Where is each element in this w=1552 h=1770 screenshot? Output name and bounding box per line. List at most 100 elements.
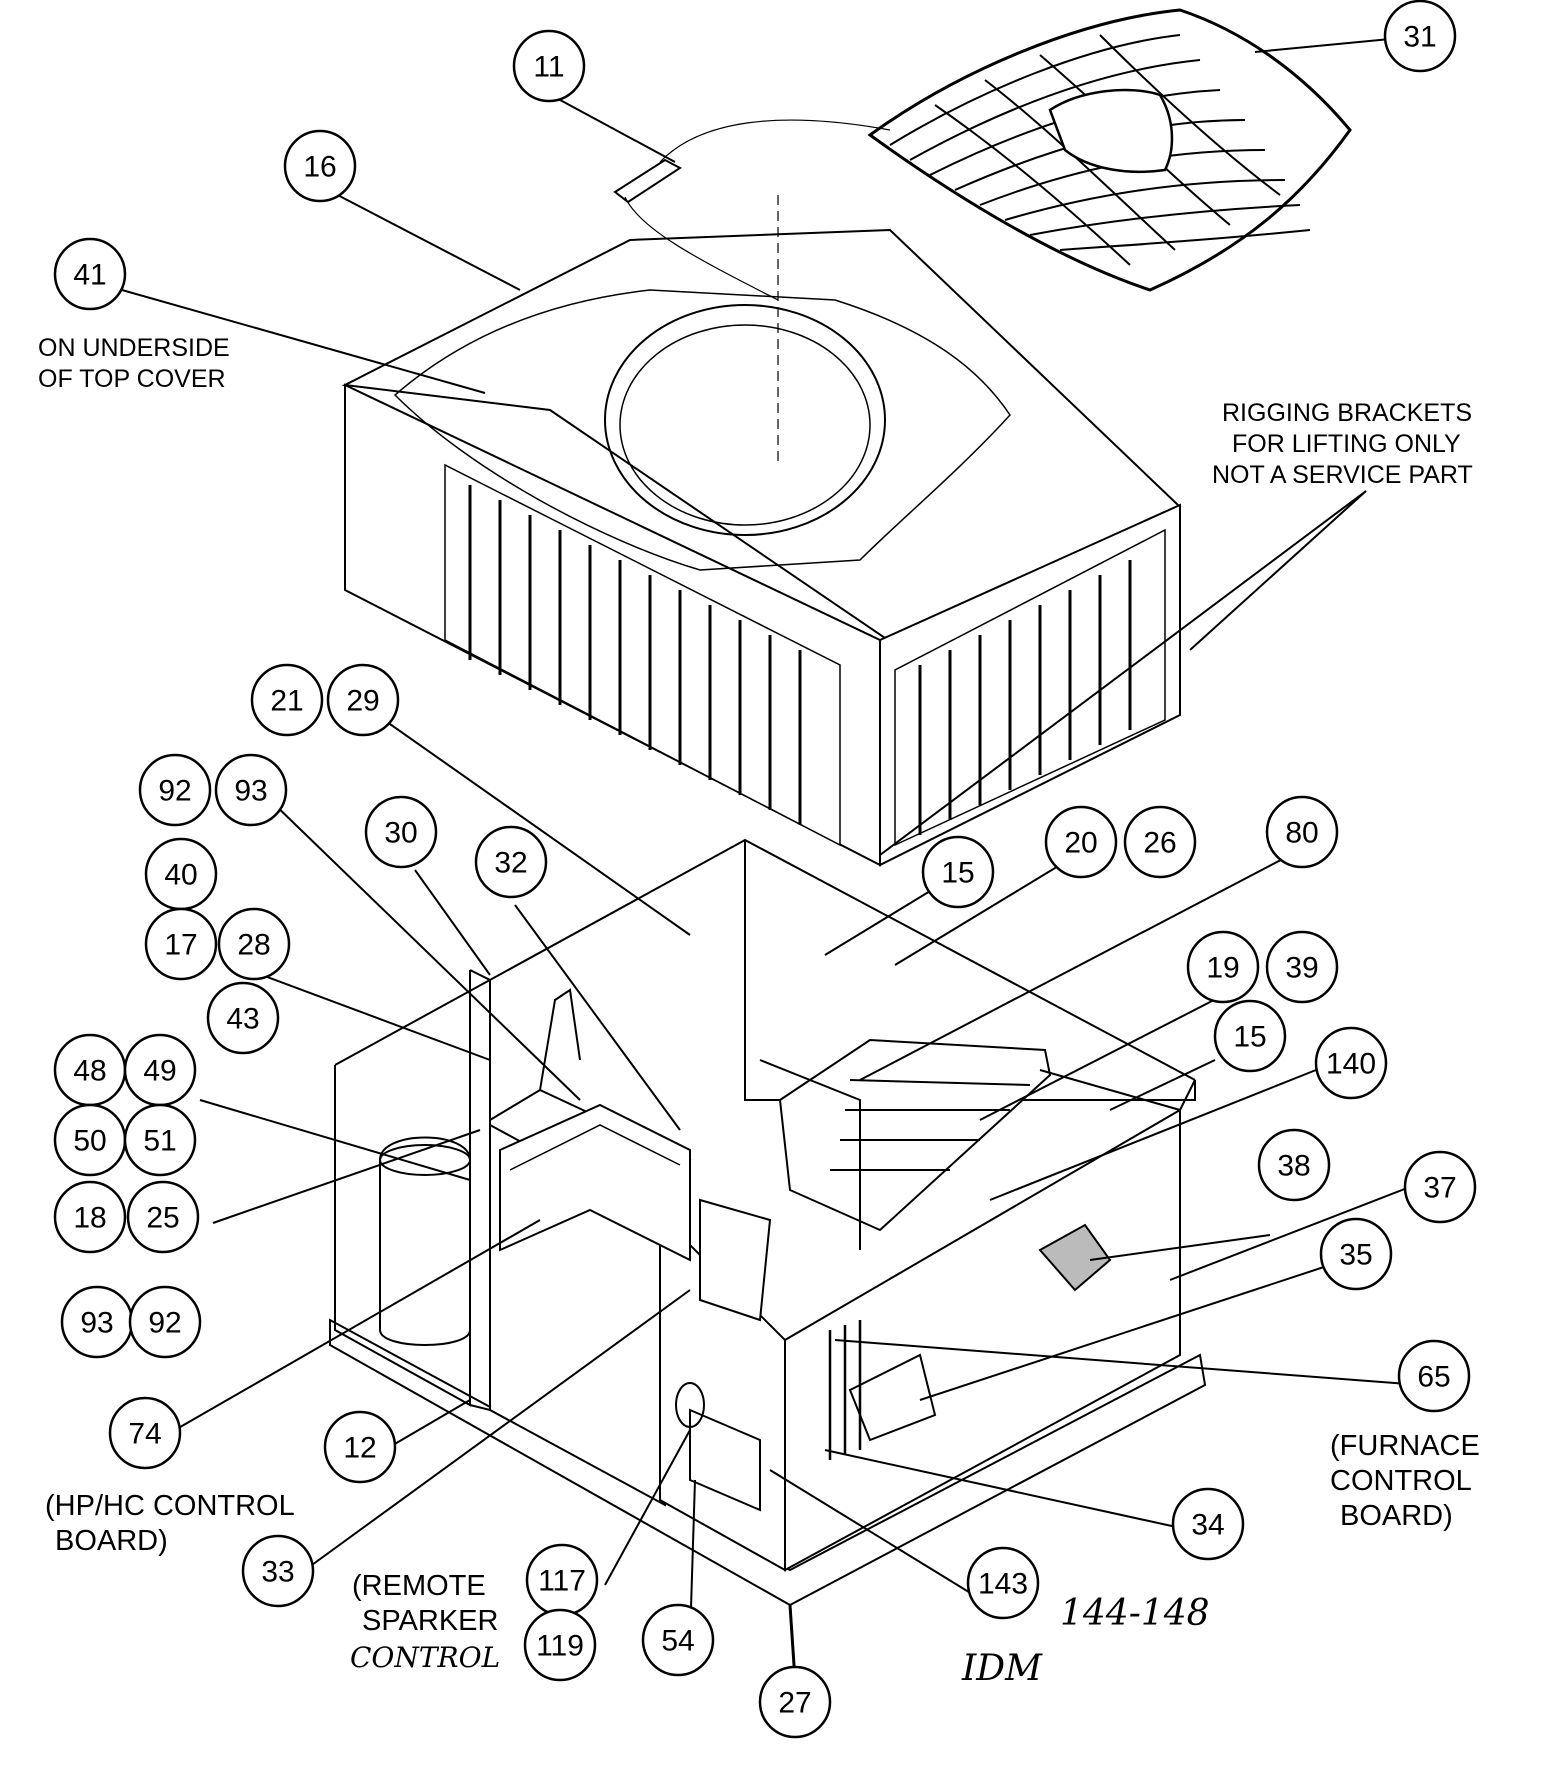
callout-label: 21	[270, 685, 303, 718]
callout-circle	[1397, 1339, 1471, 1413]
callout-30: 30	[364, 795, 438, 869]
callout-label: 38	[1277, 1150, 1310, 1183]
coil-grille-left	[468, 485, 802, 825]
callout-circle	[641, 1603, 715, 1677]
callout-label: 26	[1143, 827, 1176, 860]
callout-label: 31	[1403, 21, 1436, 54]
callout-label: 140	[1326, 1048, 1376, 1081]
callout-label: 143	[978, 1568, 1028, 1601]
callout-circle	[138, 753, 212, 827]
callout-label: 37	[1423, 1172, 1456, 1205]
note-remote-sparker-line1: (REMOTE	[352, 1570, 486, 1602]
callout-circle	[1213, 999, 1287, 1073]
top-cover-assembly	[341, 119, 1181, 867]
callout-143: 143	[966, 1546, 1040, 1620]
callout-label: 41	[73, 259, 106, 292]
note-furnace-board-line3: BOARD)	[1340, 1500, 1453, 1532]
callout-label: 39	[1285, 952, 1318, 985]
callout-38: 38	[1257, 1128, 1331, 1202]
callout-circle	[1403, 1150, 1477, 1224]
callout-label: 19	[1206, 952, 1239, 985]
note-remote-sparker-line2: SPARKER	[362, 1605, 498, 1637]
callout-label: 20	[1064, 827, 1097, 860]
callout-label: 43	[226, 1003, 259, 1036]
callout-51: 51	[123, 1103, 197, 1177]
callout-circle	[1171, 1487, 1245, 1561]
callout-circle	[323, 1410, 397, 1484]
callout-circle	[326, 663, 400, 737]
callout-label: 15	[941, 857, 974, 890]
callout-label: 93	[80, 1307, 113, 1340]
base-unit-assembly	[329, 838, 1207, 1681]
note-furnace-board-line2: CONTROL	[1330, 1465, 1472, 1497]
callout-15: 15	[1213, 999, 1287, 1073]
callout-label: 80	[1285, 817, 1318, 850]
callout-label: 28	[237, 929, 270, 962]
callout-19: 19	[1186, 930, 1260, 1004]
callout-circle	[758, 1665, 832, 1739]
callout-50: 50	[53, 1103, 127, 1177]
callout-16: 16	[283, 129, 357, 203]
note-handwritten-range: 144-148	[1060, 1593, 1210, 1634]
callout-label: 65	[1417, 1361, 1450, 1394]
callout-label: 29	[346, 685, 379, 718]
callout-11: 11	[512, 29, 586, 103]
callout-circle	[144, 907, 218, 981]
callout-17: 17	[144, 907, 218, 981]
callout-28: 28	[217, 907, 291, 981]
callout-label: 54	[661, 1625, 694, 1658]
callout-label: 49	[143, 1055, 176, 1088]
note-handwritten-control: CONTROL	[350, 1641, 500, 1674]
callout-circle	[250, 663, 324, 737]
callout-circle	[1314, 1026, 1388, 1100]
callout-label: 17	[164, 929, 197, 962]
callout-20: 20	[1044, 805, 1118, 879]
note-rigging-line1: RIGGING BRACKETS	[1222, 399, 1472, 427]
callout-label: 74	[128, 1418, 161, 1451]
callout-label: 35	[1339, 1239, 1372, 1272]
callout-32: 32	[474, 825, 548, 899]
callout-circle	[1123, 805, 1197, 879]
callout-label: 25	[146, 1202, 179, 1235]
callout-circle	[474, 825, 548, 899]
callout-circle	[108, 1396, 182, 1470]
note-rigging-line2: FOR LIFTING ONLY	[1232, 430, 1461, 458]
callout-circle	[1044, 805, 1118, 879]
callout-74: 74	[108, 1396, 182, 1470]
note-rigging-line3: NOT A SERVICE PART	[1212, 461, 1473, 489]
note-handwritten-idm: IDM	[961, 1648, 1043, 1689]
callout-circle	[1319, 1217, 1393, 1291]
callout-label: 12	[343, 1432, 376, 1465]
callout-label: 15	[1233, 1021, 1266, 1054]
callout-35: 35	[1319, 1217, 1393, 1291]
callout-label: 18	[73, 1202, 106, 1235]
callout-circle	[1383, 0, 1457, 73]
callout-25: 25	[126, 1180, 200, 1254]
callout-label: 93	[234, 775, 267, 808]
leader-lines	[121, 37, 1421, 1710]
callout-80: 80	[1265, 795, 1339, 869]
callout-65: 65	[1397, 1339, 1471, 1413]
callout-26: 26	[1123, 805, 1197, 879]
note-furnace-board-line1: (FURNACE	[1330, 1430, 1480, 1462]
callout-circle	[206, 981, 280, 1055]
callout-circle	[523, 1608, 597, 1682]
callout-label: 16	[303, 151, 336, 184]
callout-29: 29	[326, 663, 400, 737]
callout-circle	[241, 1534, 315, 1608]
callout-label: 92	[158, 775, 191, 808]
callout-label: 40	[164, 859, 197, 892]
callout-33: 33	[241, 1534, 315, 1608]
note-underside-line2: OF TOP COVER	[38, 365, 226, 393]
callout-circle	[217, 907, 291, 981]
callout-circle	[921, 835, 995, 909]
callout-48: 48	[53, 1033, 127, 1107]
callout-93: 93	[214, 753, 288, 827]
callout-39: 39	[1265, 930, 1339, 1004]
callout-34: 34	[1171, 1487, 1245, 1561]
callout-41: 41	[53, 237, 127, 311]
callout-circle	[1257, 1128, 1331, 1202]
callout-circle	[123, 1103, 197, 1177]
callout-circle	[1265, 795, 1339, 869]
